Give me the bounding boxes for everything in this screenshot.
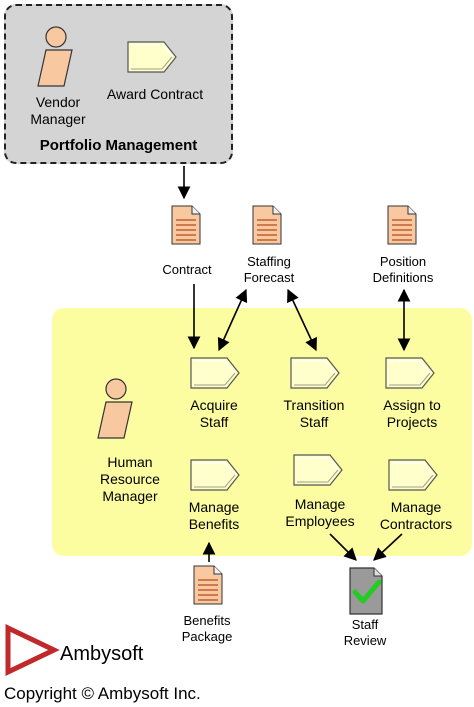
arrow-manage-contractors-to-review [373, 533, 403, 561]
benefits-package-document-icon [193, 565, 223, 605]
contract-label: Contract [162, 262, 212, 277]
transition-staff-label: Transition Staff [283, 397, 345, 430]
staff-review-label: Staff Review [343, 617, 387, 648]
hr-manager-label: Human Resource Manager [100, 454, 160, 504]
transition-staff-task-icon [290, 357, 340, 389]
manage-benefits-label: Manage Benefits [188, 499, 240, 532]
arrow-forecast-acquire-staff [217, 288, 248, 352]
staffing-forecast-document-icon [252, 205, 282, 245]
vendor-manager-actor-icon [37, 26, 73, 87]
acquire-staff-label: Acquire Staff [190, 397, 238, 430]
manage-employees-label: Manage Employees [285, 496, 355, 529]
manage-employees-task-icon [293, 454, 343, 486]
manage-benefits-task-icon [190, 459, 240, 491]
position-definitions-document-icon [387, 205, 417, 245]
arrow-manage-employees-to-review [329, 533, 357, 561]
hr-manager-actor-icon [97, 378, 133, 439]
assign-to-projects-task-icon [385, 357, 435, 389]
manage-contractors-task-icon [388, 459, 438, 491]
acquire-staff-task-icon [190, 357, 240, 389]
vendor-manager-label: Vendor Manager [30, 94, 86, 127]
award-contract-task-icon [127, 41, 177, 73]
benefits-package-label: Benefits Package [181, 613, 233, 644]
portfolio-management-title: Portfolio Management [39, 137, 198, 154]
position-definitions-label: Position Definitions [372, 254, 434, 285]
contract-document-icon [171, 205, 201, 245]
ambysoft-logo-icon [5, 624, 60, 676]
arrow-forecast-transition-staff [287, 288, 317, 352]
award-contract-label: Award Contract [106, 86, 204, 102]
ambysoft-logo-text: Ambysoft [60, 643, 144, 665]
manage-contractors-label: Manage Contractors [379, 499, 453, 532]
staff-review-document-icon [349, 567, 383, 615]
assign-to-projects-label: Assign to Projects [383, 397, 441, 430]
copyright-text: Copyright © Ambysoft Inc. [4, 684, 201, 703]
staffing-forecast-label: Staffing Forecast [243, 254, 295, 285]
